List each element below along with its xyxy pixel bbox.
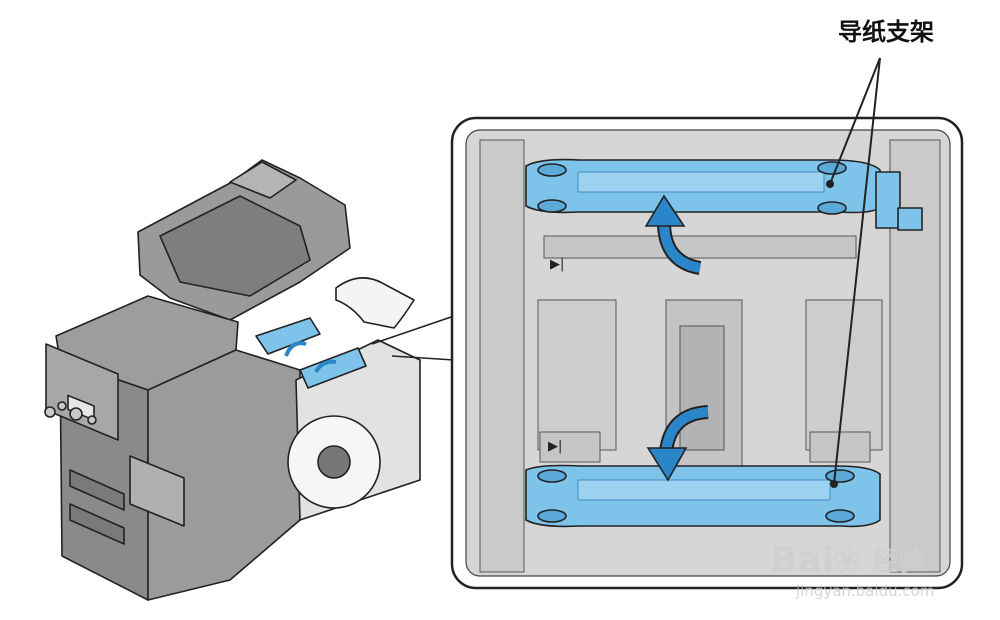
callout-dot (830, 480, 838, 488)
callout-dot (826, 180, 834, 188)
detail-panel: ▶| ▶| (450, 116, 964, 590)
side-panel-handle (129, 455, 185, 527)
center-slot (679, 325, 725, 451)
bottom-track-marker: ▶| (548, 439, 562, 454)
watermark: Bai ❀ 经验 jingyan.baidu.com (770, 540, 934, 600)
watermark-brand-suffix: 经验 (872, 546, 924, 577)
callout-leader (829, 57, 881, 185)
top-track-marker: ▶| (550, 257, 564, 272)
front-slot (69, 503, 125, 545)
control-button (57, 401, 67, 411)
printer-paper-guide (299, 347, 367, 389)
left-rail (479, 139, 525, 573)
callout-label: 导纸支架 (838, 18, 934, 46)
left-recess (537, 299, 617, 451)
printer-cover-hinge (229, 161, 297, 199)
bottom-track (539, 431, 601, 463)
watermark-url: jingyan.baidu.com (795, 582, 934, 600)
printer-paper-guide (255, 317, 321, 355)
rotate-arrow-down (646, 405, 709, 482)
control-button (87, 415, 97, 425)
right-recess (805, 299, 883, 451)
small-rotate-arrow (284, 341, 307, 357)
rotate-arrow-up (644, 194, 702, 275)
callout: 导纸支架 (826, 18, 934, 488)
paw-icon: ❀ (832, 540, 862, 581)
paper-strip (335, 277, 415, 329)
printer-top-cover-inner (159, 195, 311, 297)
bottom-paper-guide (525, 464, 881, 528)
control-panel (45, 343, 119, 441)
callout-leader (833, 57, 881, 485)
watermark-brand: Bai (770, 540, 834, 581)
control-button (69, 407, 83, 421)
small-rotate-arrow (314, 359, 337, 373)
roll-spindle (317, 445, 351, 479)
top-paper-guide (525, 158, 923, 231)
top-track (543, 235, 857, 259)
zoom-connector (371, 315, 455, 361)
printer-illustration (44, 159, 421, 601)
control-button (44, 406, 56, 418)
front-slot (69, 469, 125, 511)
